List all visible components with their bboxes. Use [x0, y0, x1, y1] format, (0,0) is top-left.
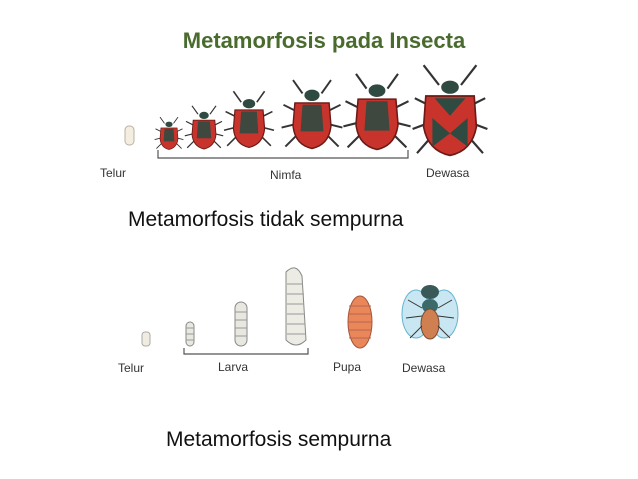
adult-bug — [411, 64, 489, 157]
egg-illustration-complete — [141, 331, 151, 347]
nymph-stage-1 — [154, 116, 184, 150]
label-nymph: Nimfa — [270, 168, 302, 182]
label-adult-complete: Dewasa — [402, 361, 446, 375]
page-title: Metamorfosis pada Insecta — [182, 28, 466, 53]
caption-incomplete-metamorphosis: Metamorfosis tidak sempurna — [128, 208, 404, 231]
label-larva: Larva — [218, 360, 249, 374]
nymph-stage-5 — [342, 72, 412, 151]
larva-stage-2 — [234, 301, 248, 347]
egg-illustration-incomplete — [124, 125, 135, 146]
label-egg-complete: Telur — [118, 361, 145, 375]
label-pupa: Pupa — [333, 360, 362, 374]
label-adult-incomplete: Dewasa — [426, 166, 470, 180]
nymph-stage-3 — [223, 90, 275, 149]
label-egg-incomplete: Telur — [100, 166, 127, 180]
nymph-stage-2 — [184, 105, 224, 150]
pupa-illustration — [347, 295, 373, 349]
larva-stage-3 — [285, 267, 307, 346]
larva-stage-1 — [185, 321, 195, 347]
larva-bracket — [183, 348, 309, 355]
adult-fly — [401, 285, 459, 340]
nymph-stage-4 — [280, 79, 344, 150]
nymph-bracket — [157, 150, 409, 159]
caption-complete-metamorphosis: Metamorfosis sempurna — [166, 428, 392, 451]
